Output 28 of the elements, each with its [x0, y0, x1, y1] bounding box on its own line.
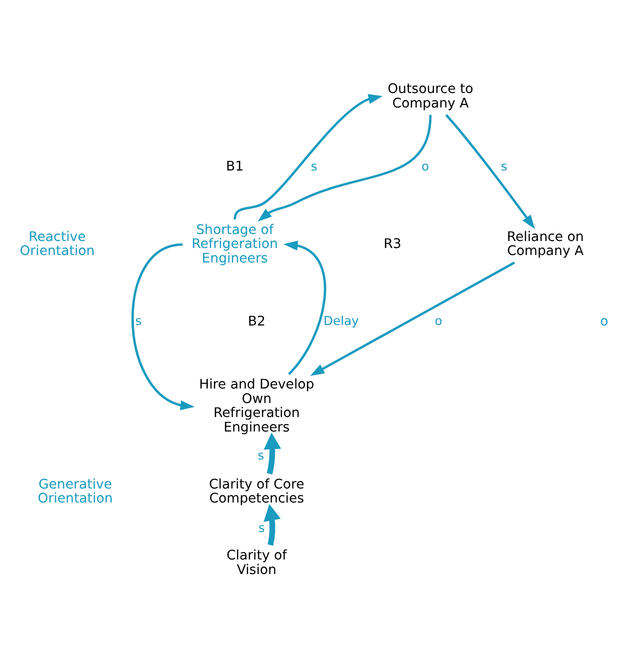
- node-text: Reliance on Company A: [506, 230, 584, 260]
- arrow: [445, 114, 535, 230]
- edge-label: s: [135, 314, 142, 328]
- label: Generative Orientation: [38, 477, 113, 507]
- edge-label: s: [500, 159, 508, 174]
- arrow: [283, 240, 326, 375]
- node-text: Outsource to Company A: [388, 82, 474, 112]
- node-text: Clarity of Vision: [226, 548, 287, 578]
- edge-label: s: [258, 448, 264, 463]
- label: B1: [226, 160, 244, 175]
- arrow: [131, 243, 195, 410]
- edge-label: o: [434, 314, 442, 328]
- arrow: [264, 504, 281, 546]
- edge-label: s: [258, 521, 265, 536]
- arrow: [264, 432, 282, 474]
- node-text: Shortage of Refrigeration Engineers: [192, 222, 278, 266]
- edge-label: o: [421, 159, 430, 174]
- arrow: [234, 94, 383, 220]
- arrow: [310, 262, 516, 376]
- edge-label: Delay: [324, 314, 359, 328]
- node-text: Clarity of Core Competencies: [209, 477, 304, 507]
- edge-label: s: [310, 159, 318, 174]
- label: Reactive Orientation: [20, 230, 95, 260]
- label: B2: [248, 314, 266, 330]
- label: o: [600, 314, 608, 330]
- arrow: [258, 114, 432, 222]
- node-text: Hire and Develop Own Refrigeration Engineers: [199, 378, 314, 436]
- label: R3: [384, 237, 402, 252]
